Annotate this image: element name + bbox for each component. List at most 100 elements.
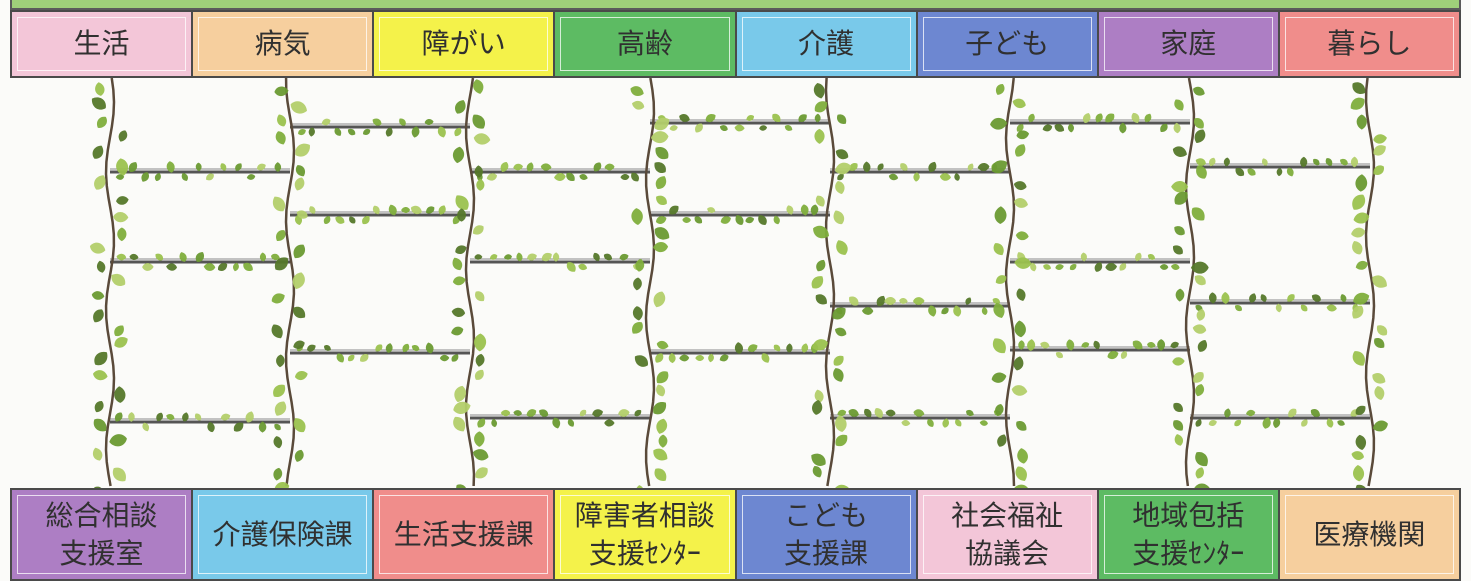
ivy-leaf: [1352, 240, 1363, 255]
ivy-leaf: [632, 306, 643, 321]
ivy-leaf: [1105, 113, 1115, 123]
ladder-vine: [644, 77, 656, 487]
ivy-leaf: [1171, 180, 1189, 193]
ivy-leaf: [928, 305, 937, 317]
ivy-leaf: [1262, 417, 1271, 429]
ivy-leaf: [92, 447, 103, 461]
ivy-leaf: [620, 173, 630, 181]
ivy-leaf: [835, 434, 848, 447]
ivy-leaf: [455, 100, 466, 114]
ivy-leaf: [258, 421, 267, 433]
ivy-leaf: [1208, 292, 1217, 304]
ivy-leaf: [993, 303, 1005, 319]
ivy-leaf: [451, 307, 466, 317]
ivy-leaf: [293, 244, 306, 259]
ivy-leaf: [385, 127, 393, 137]
ivy-leaf: [1311, 294, 1321, 302]
ivy-leaf: [1012, 98, 1026, 109]
ivy-leaf: [653, 448, 668, 461]
ivy-leaf: [955, 419, 962, 427]
ivy-leaf: [773, 344, 781, 352]
ivy-leaf: [1372, 373, 1386, 384]
ivy-leaf: [1193, 372, 1204, 383]
ivy-leaf: [579, 409, 587, 417]
ivy-leaf: [1120, 351, 1128, 359]
ivy-leaf: [194, 413, 202, 421]
ivy-leaf: [835, 180, 845, 195]
agency-community-center: 地域包括 支援ｾﾝﾀｰ: [1096, 488, 1280, 581]
ivy-leaf: [992, 298, 1001, 304]
ivy-leaf: [633, 277, 642, 291]
agency-label: 介護保険課: [212, 517, 353, 551]
ivy-leaf: [694, 216, 703, 224]
ivy-leaf: [308, 127, 315, 137]
ivy-leaf: [630, 86, 644, 97]
ivy-leaf: [994, 206, 1007, 224]
category-label: 子ども: [965, 27, 1050, 61]
ivy-leaf: [1195, 451, 1208, 467]
ivy-leaf: [1170, 264, 1180, 270]
ivy-leaf: [668, 352, 676, 364]
ivy-leaf: [1190, 261, 1209, 274]
ivy-leaf: [1350, 156, 1359, 168]
ivy-leaf: [491, 418, 498, 428]
ivy-leaf: [112, 467, 126, 482]
ivy-leaf: [679, 354, 690, 362]
ivy-leaf: [1355, 434, 1367, 451]
ivy-leaf: [1208, 420, 1217, 427]
ivy-leaf: [654, 117, 670, 131]
ivy-leaf: [1013, 198, 1028, 208]
ivy-leaf: [1173, 402, 1183, 412]
ivy-leaf: [438, 205, 446, 215]
agency-label: 社会福祉 協議会: [951, 498, 1064, 570]
agency-label: 障害者相談 支援ｾﾝﾀｰ: [574, 498, 715, 570]
ivy-leaf: [849, 296, 859, 306]
ivy-leaf: [1340, 158, 1348, 166]
ivy-leaf: [233, 422, 244, 432]
ivy-leaf: [1300, 156, 1308, 168]
ivy-leaf: [1353, 292, 1370, 305]
ivy-leaf: [274, 423, 281, 431]
ivy-leaf: [939, 173, 951, 181]
ivy-leaf: [901, 419, 911, 426]
ivy-leaf: [293, 306, 306, 319]
ivy-leaf: [1351, 451, 1364, 460]
ivy-leaf: [1173, 122, 1181, 134]
ivy-leaf: [1132, 340, 1143, 350]
ivy-leaf: [474, 254, 483, 260]
category-label: 障がい: [421, 27, 506, 61]
agency-medical: 医療機関: [1277, 488, 1461, 581]
ivy-leaf: [653, 291, 666, 308]
ivy-leaf: [815, 195, 825, 207]
ivy-leaf: [759, 125, 768, 131]
ivy-leaf: [277, 114, 287, 127]
ivy-leaf: [1173, 420, 1184, 431]
ivy-leaf: [1066, 339, 1075, 351]
ivy-leaf: [927, 419, 934, 427]
ivy-leaf: [1223, 157, 1230, 167]
ivy-leaf: [993, 243, 1004, 256]
ivy-leaf: [526, 409, 537, 417]
ivy-leaf: [1174, 99, 1184, 111]
ivy-leaf: [1353, 212, 1370, 224]
ivy-leaf: [195, 252, 205, 262]
ivy-leaf: [1157, 339, 1166, 351]
ivy-leaf: [273, 436, 283, 449]
ivy-leaf: [784, 124, 793, 131]
ivy-leaf: [1174, 226, 1185, 236]
ivy-leaf: [812, 399, 823, 415]
ivy-leaf: [1192, 324, 1207, 334]
ivy-leaf: [220, 413, 231, 421]
ivy-leaf: [864, 408, 872, 417]
ladder-vine: [1004, 77, 1016, 487]
ivy-leaf: [801, 343, 809, 353]
ivy-leaf: [837, 409, 847, 417]
ivy-leaf: [1011, 385, 1028, 396]
ivy-leaf: [1013, 181, 1027, 191]
ivy-leaf: [116, 196, 129, 205]
ivy-leaf: [1372, 420, 1388, 432]
ivy-leaf: [1055, 351, 1063, 359]
ivy-leaf: [1374, 385, 1385, 401]
ivy-leaf: [1355, 405, 1366, 415]
ivy-leaf: [658, 434, 668, 448]
